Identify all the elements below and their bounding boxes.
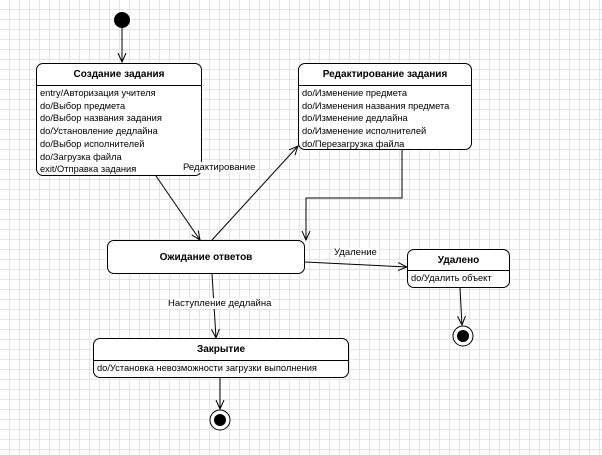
state-deleted-title: Удалено xyxy=(408,250,509,271)
activity: do/Изменение дедлайна xyxy=(302,113,408,124)
state-editing-title: Редактирование задания xyxy=(299,64,471,86)
transition-waiting-to-editing xyxy=(211,146,298,241)
state-creation-title: Создание задания xyxy=(37,64,201,86)
transition-creation-to-waiting xyxy=(155,175,200,240)
activity: do/Изменение исполнителей xyxy=(302,126,427,137)
activity: do/Загрузка файла xyxy=(40,151,122,162)
state-creation[interactable]: Создание задания entry/Авторизация учите… xyxy=(36,63,202,176)
transition-label-edit: Редактирование xyxy=(182,162,257,173)
activity: do/Выбор названия задания xyxy=(40,113,162,124)
state-waiting[interactable]: Ожидание ответов xyxy=(107,240,305,274)
state-editing[interactable]: Редактирование задания do/Изменение пред… xyxy=(298,63,472,150)
state-closing-activities: do/Установка невозможности загрузки выпо… xyxy=(94,361,348,376)
transition-editing-to-waiting xyxy=(306,150,403,240)
final-state-closing xyxy=(209,409,231,431)
activity: do/Удалить объект xyxy=(411,273,492,283)
transition-label-deadline: Наступление дедлайна xyxy=(167,298,273,309)
activity: do/Выбор исполнителей xyxy=(40,138,145,149)
transition-label-delete: Удаление xyxy=(333,247,378,258)
activity: do/Выбор предмета xyxy=(40,100,126,111)
state-deleted-activities: do/Удалить объект xyxy=(408,271,509,286)
final-state-deleted xyxy=(452,325,474,347)
activity: exit/Отправка задания xyxy=(40,164,137,175)
initial-state xyxy=(114,12,130,28)
activity: do/Изменения названия предмета xyxy=(302,100,450,111)
state-waiting-title: Ожидание ответов xyxy=(159,251,253,263)
state-deleted[interactable]: Удалено do/Удалить объект xyxy=(407,249,510,288)
state-editing-activities: do/Изменение предмета do/Изменения назва… xyxy=(299,86,471,149)
activity: entry/Авторизация учителя xyxy=(40,88,156,98)
activity: do/Изменение предмета xyxy=(302,88,407,98)
transition-deleted-to-final xyxy=(460,287,462,325)
transition-waiting-to-deleted xyxy=(304,261,407,267)
state-closing-title: Закрытие xyxy=(94,339,348,361)
activity: do/Перезагрузка файла xyxy=(302,138,405,149)
state-closing[interactable]: Закрытие do/Установка невозможности загр… xyxy=(93,338,349,378)
activity: do/Установка невозможности загрузки выпо… xyxy=(97,363,317,373)
state-creation-activities: entry/Авторизация учителя do/Выбор предм… xyxy=(37,86,201,175)
activity: do/Установление дедлайна xyxy=(40,126,158,137)
